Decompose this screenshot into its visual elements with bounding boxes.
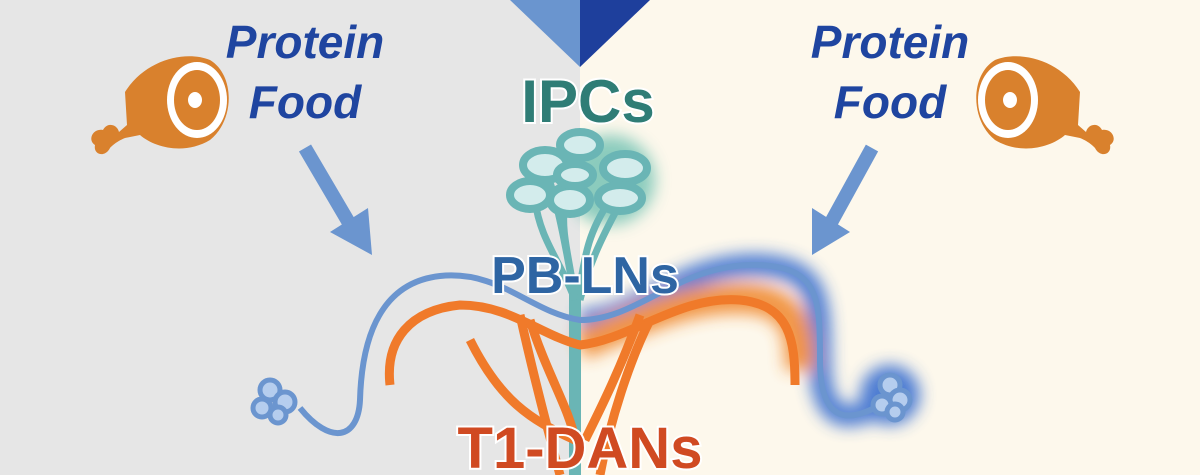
t1-dans-label: T1-DANs: [458, 416, 703, 475]
pb-ln-neuron: [250, 261, 913, 437]
left-food-label: Food: [249, 76, 362, 128]
ipcs-label: IPCs: [521, 68, 654, 135]
ipc-neurons: [506, 128, 651, 475]
left-protein-label: Protein: [226, 16, 384, 68]
right-protein-label: Protein: [811, 16, 969, 68]
triangle-left-half: [510, 0, 580, 67]
triangle-right-half: [580, 0, 650, 67]
right-food-label: Food: [834, 76, 947, 128]
arrow-down-left-icon: [812, 144, 879, 255]
t1-dan-neurons: [384, 295, 800, 475]
pb-lns-label: PB-LNs: [491, 247, 679, 305]
arrow-down-right-icon: [298, 144, 372, 255]
